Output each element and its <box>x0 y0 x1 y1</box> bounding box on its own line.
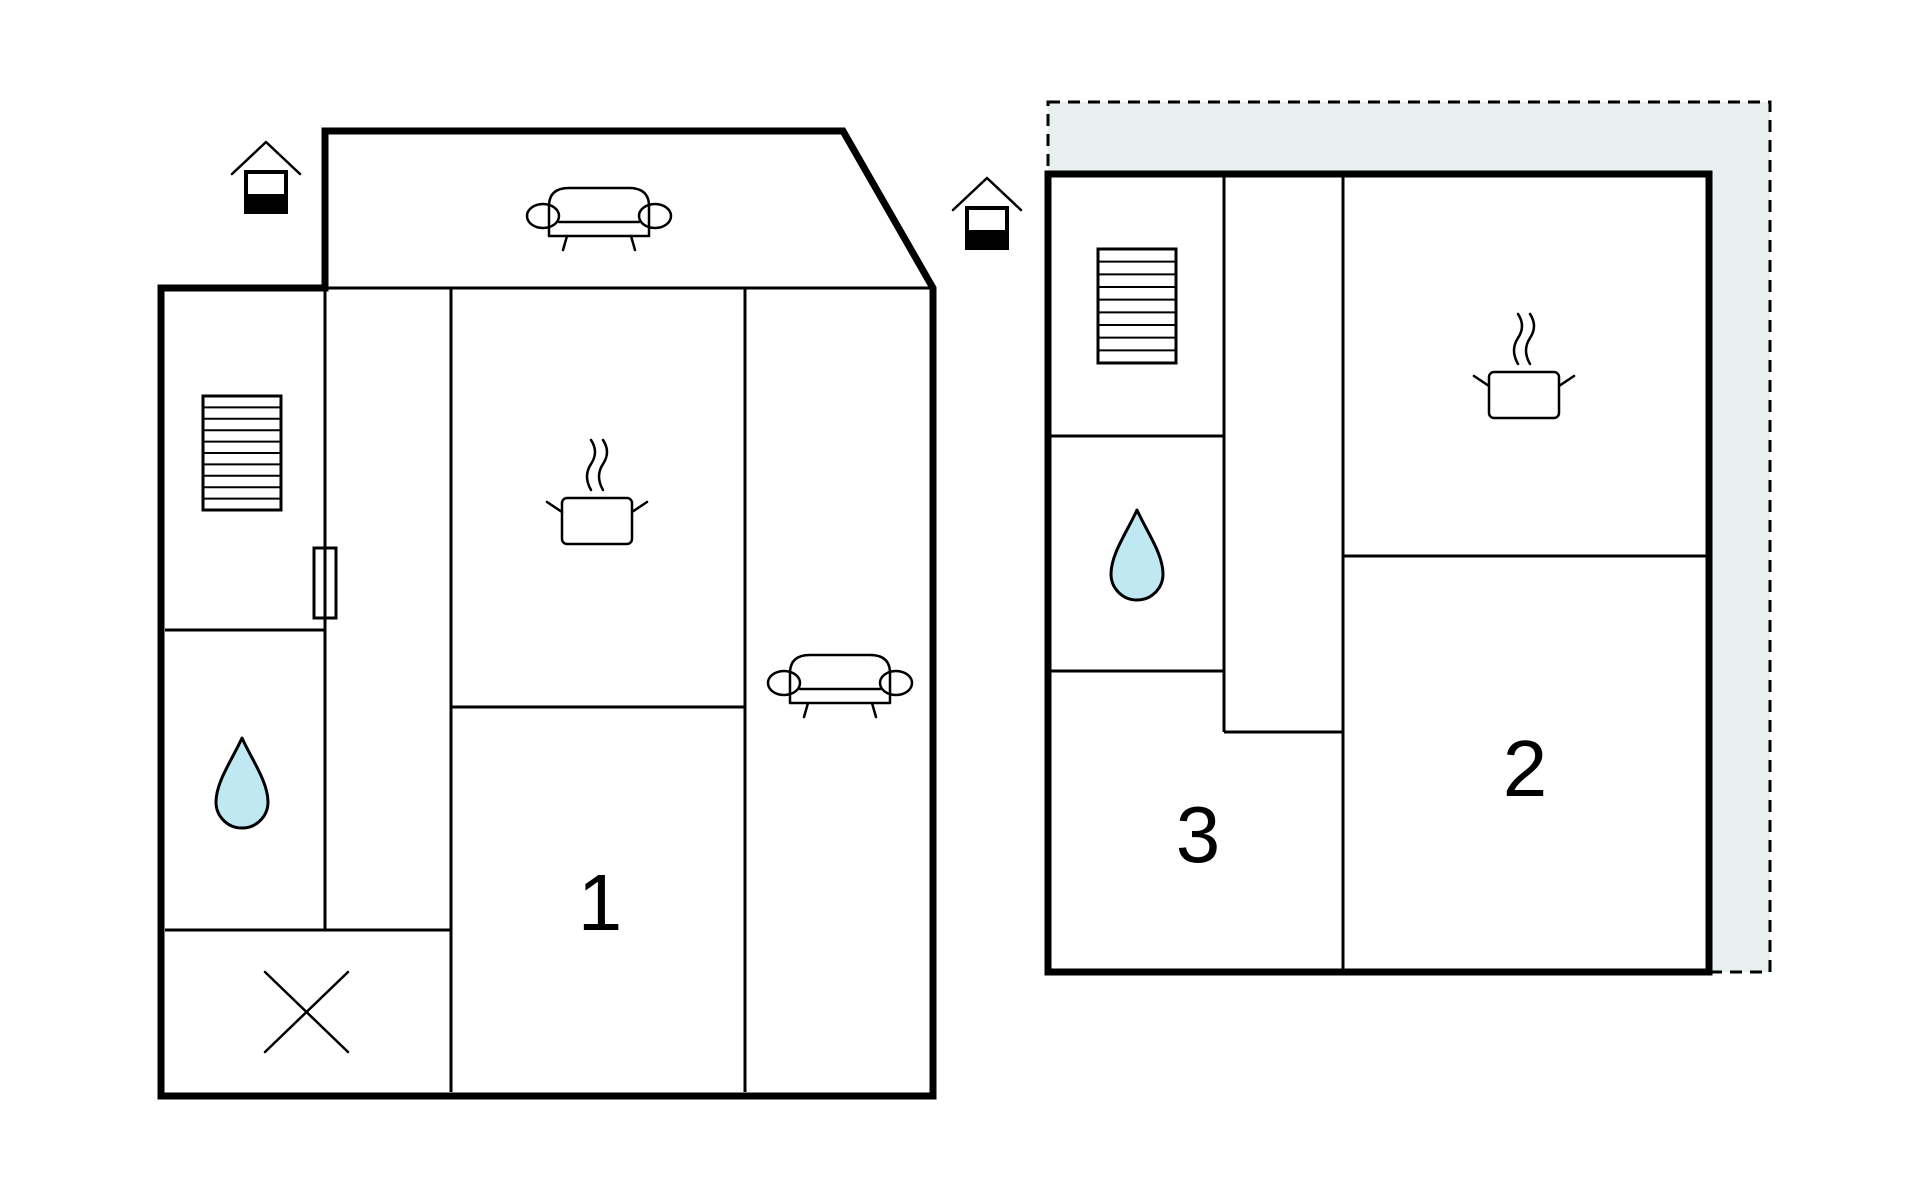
right-outer-wall <box>1044 170 1713 976</box>
left-building: 1 <box>157 127 937 1100</box>
right-building: 2 3 <box>951 100 1772 976</box>
terrace <box>1046 100 1772 974</box>
cooking-pot-icon <box>545 438 649 546</box>
sofa-icon <box>766 653 914 719</box>
cooking-pot-icon <box>1472 312 1576 420</box>
entrance-icon <box>230 140 302 214</box>
water-drop-icon <box>1109 508 1165 602</box>
left-outer-wall <box>157 127 937 1100</box>
sliding-door <box>312 546 338 620</box>
stairs-icon <box>1096 247 1178 365</box>
stairs-icon <box>201 394 283 512</box>
entrance-icon <box>951 176 1023 250</box>
right-inner-walls <box>1048 174 1709 972</box>
room-number-3: 3 <box>1176 790 1221 879</box>
room-number-2: 2 <box>1503 724 1548 813</box>
cross-icon <box>263 970 350 1054</box>
sofa-icon <box>525 186 673 252</box>
left-inner-walls <box>165 286 933 1092</box>
room-number-1: 1 <box>578 858 623 947</box>
water-drop-icon <box>214 736 270 830</box>
